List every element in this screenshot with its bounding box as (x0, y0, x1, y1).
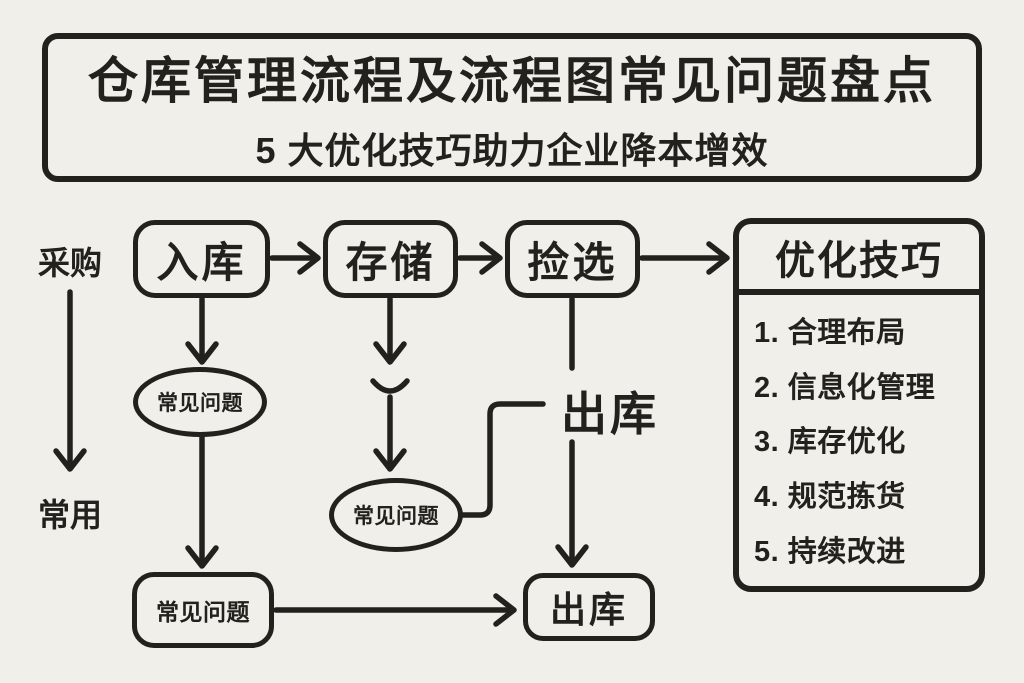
optimization-item-3: 3. 库存优化 (754, 426, 906, 459)
ellipse-common-problems-storage: 常见问题 (329, 478, 463, 552)
elbow-ellipse2-to-outbound (460, 401, 546, 518)
title-box: 仓库管理流程及流程图常见问题盘点 5 大优化技巧助力企业降本增效 (42, 33, 982, 182)
line-jump-arc (370, 378, 410, 394)
arrow-storage-down-head (373, 341, 407, 365)
arrow-storage-picking-head (479, 241, 503, 275)
optimization-item-1: 1. 合理布局 (754, 317, 906, 350)
optimization-list: 1. 合理布局 2. 信息化管理 3. 库存优化 4. 规范拣货 5. 持续改进 (739, 295, 979, 586)
arrow-storage-down2-head (373, 448, 407, 472)
label-outbound: 出库 (561, 388, 659, 440)
arrow-ellipse1-down-head (185, 545, 219, 569)
optimization-item-4: 4. 规范拣货 (754, 481, 906, 514)
label-common-use: 常用 (37, 497, 102, 533)
node-outbound: 出库 (523, 573, 655, 641)
arrow-procurement-down-head (53, 448, 87, 472)
optimization-item-2: 2. 信息化管理 (754, 371, 936, 404)
arrow-inbound-down-head (185, 341, 219, 365)
arrow-inbound-storage-head (297, 241, 321, 275)
optimization-panel: 优化技巧 1. 合理布局 2. 信息化管理 3. 库存优化 4. 规范拣货 5.… (733, 218, 985, 592)
node-picking: 捡选 (505, 220, 640, 298)
optimization-panel-header: 优化技巧 (739, 224, 979, 295)
label-procurement: 采购 (37, 245, 102, 281)
node-inbound: 入库 (133, 220, 270, 298)
ellipse-common-problems-inbound: 常见问题 (133, 367, 267, 437)
arrow-bottom-to-outbound-head (493, 593, 517, 627)
node-common-problems-bottom: 常见问题 (132, 572, 274, 648)
node-storage: 存储 (323, 220, 458, 298)
optimization-item-5: 5. 持续改进 (754, 535, 906, 568)
subtitle: 5 大优化技巧助力企业降本增效 (255, 130, 769, 171)
arrow-picking-panel-head (706, 241, 730, 275)
arrow-outbound-down-head (555, 544, 589, 568)
main-title: 仓库管理流程及流程图常见问题盘点 (88, 53, 936, 109)
